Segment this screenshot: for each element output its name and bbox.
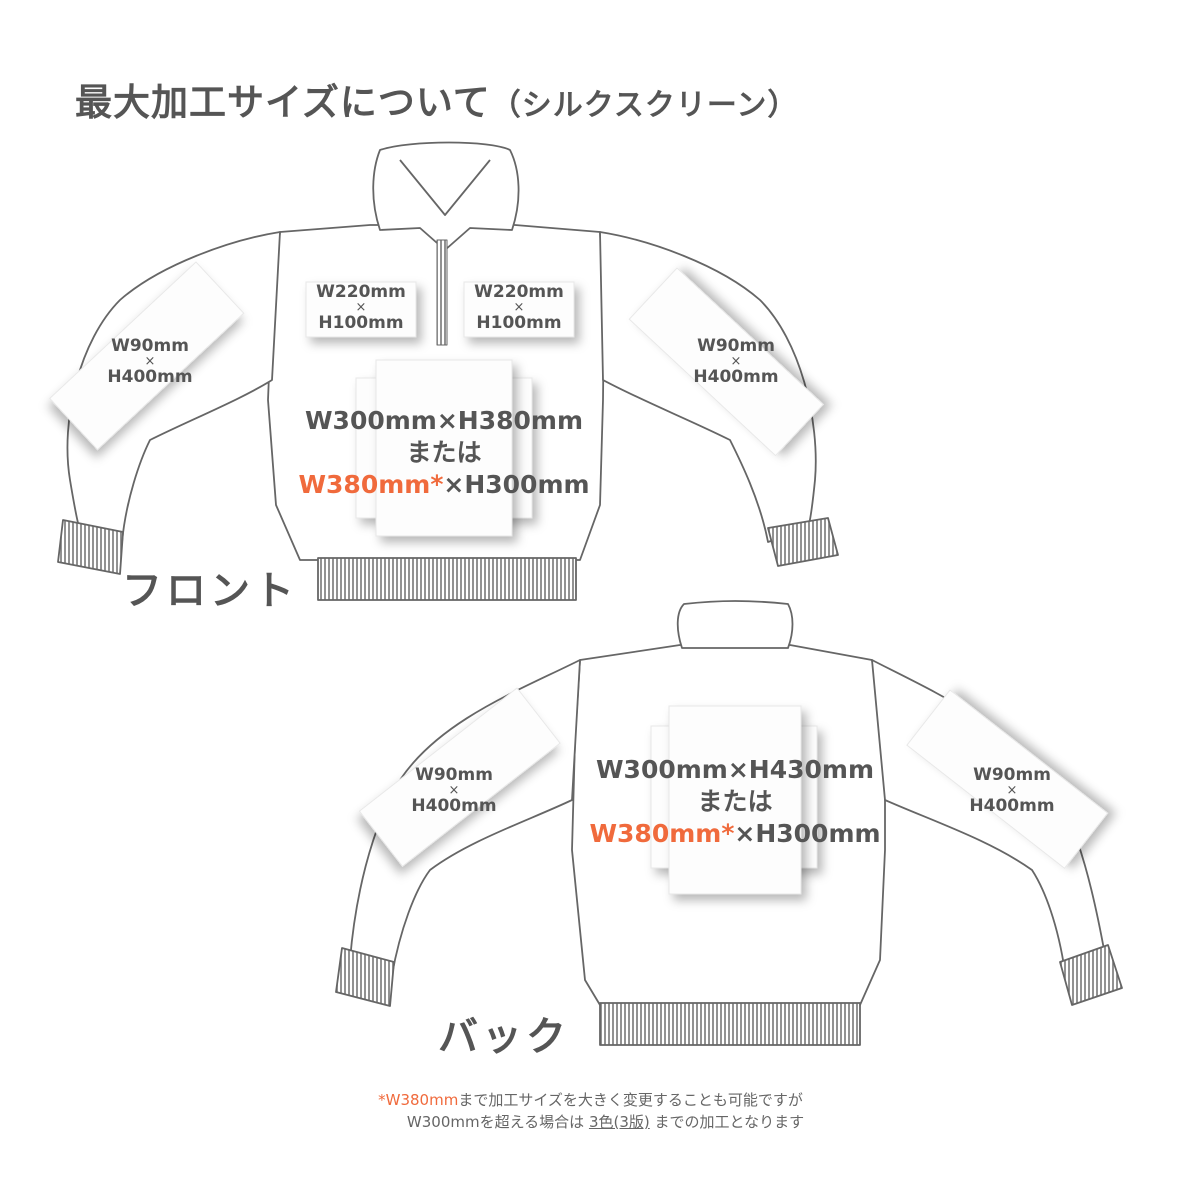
back-body-accent: W380mm*: [589, 819, 735, 848]
front-hem-rib: [317, 557, 577, 601]
footnote: *W380mmまで加工サイズを大きく変更することも可能ですが W300mmを超え…: [0, 1089, 1181, 1133]
back-collar-outline: [676, 600, 794, 649]
front-label: フロント: [122, 568, 298, 614]
front-right-chest-area: [463, 281, 575, 338]
front-body-label: W300mm×H380mm または W380mm*×H300mm: [298, 406, 590, 499]
back-left-sleeve-area: [358, 687, 561, 867]
footnote-color-limit: 3色(3版): [588, 1113, 650, 1131]
front-right-chest-label: W220mm × H100mm: [474, 282, 564, 333]
front-left-cuff: [57, 519, 124, 575]
back-print-areas: [358, 687, 1109, 895]
front-print-areas: [49, 261, 824, 537]
front-body-accent: W380mm*: [298, 470, 444, 499]
front-zipper: [436, 239, 448, 346]
back-right-cuff: [1059, 944, 1123, 1006]
front-left-sleeve-label: W90mm × H400mm: [107, 336, 193, 387]
back-right-sleeve-label: W90mm × H400mm: [969, 765, 1055, 816]
front-right-cuff: [767, 517, 839, 567]
front-right-sleeve-area: [628, 267, 824, 457]
footnote-line1: *W380mmまで加工サイズを大きく変更することも可能ですが: [378, 1091, 803, 1109]
title-main: 最大加工サイズについて: [75, 81, 491, 124]
front-left-chest-label: W220mm × H100mm: [316, 282, 406, 333]
footnote-line2: W300mmを超える場合は 3色(3版) までの加工となります: [406, 1113, 805, 1131]
back-body-area-portrait: [668, 705, 802, 895]
back-right-sleeve-area: [906, 689, 1109, 869]
page-title: 最大加工サイズについて（シルクスクリーン）: [75, 72, 798, 126]
back-left-sleeve-label: W90mm × H400mm: [411, 765, 497, 816]
front-left-sleeve-area: [49, 261, 245, 451]
back-body-label: W300mm×H430mm または W380mm*×H300mm: [589, 755, 881, 848]
front-right-sleeve-label: W90mm × H400mm: [693, 336, 779, 387]
back-label: バック: [438, 1014, 570, 1060]
title-sub: （シルクスクリーン）: [490, 88, 799, 123]
front-left-chest-area: [305, 281, 417, 338]
back-hem-rib: [599, 1002, 861, 1046]
front-body-area-portrait: [375, 359, 513, 537]
back-left-cuff: [335, 947, 395, 1007]
